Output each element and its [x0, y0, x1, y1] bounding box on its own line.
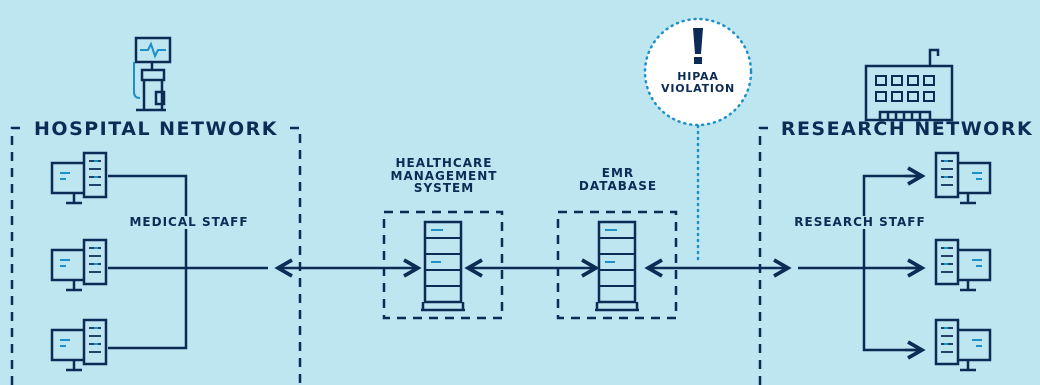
medical-staff-label: MEDICAL STAFF [104, 216, 274, 229]
research-staff-computer [934, 238, 992, 292]
research-staff-computer [934, 151, 992, 205]
medical-staff-computer [50, 238, 108, 292]
research-network-boundary [758, 126, 770, 385]
research-staff-connector [798, 174, 920, 352]
alert-exclamation-icon [693, 28, 703, 54]
hospital-network-label: HOSPITAL NETWORK [34, 118, 278, 140]
emr-label: EMR DATABASE [578, 166, 658, 193]
hms-server-icon [419, 220, 467, 312]
medical-staff-computer [50, 151, 108, 205]
research-staff-label: RESEARCH STAFF [780, 216, 940, 229]
hospital-network-boundary [10, 126, 302, 385]
research-staff-computer [934, 318, 992, 372]
medical-staff-connector [108, 174, 268, 350]
hipaa-violation-label: HIPAA VIOLATION [661, 70, 735, 95]
hospital-building-icon [864, 48, 954, 122]
research-network-label: RESEARCH NETWORK [780, 118, 1034, 140]
emr-server-icon [593, 220, 641, 312]
medical-monitor-icon [133, 36, 172, 112]
medical-staff-computer [50, 318, 108, 372]
hms-label: HEALTHCARE MANAGEMENT SYSTEM [390, 156, 498, 196]
